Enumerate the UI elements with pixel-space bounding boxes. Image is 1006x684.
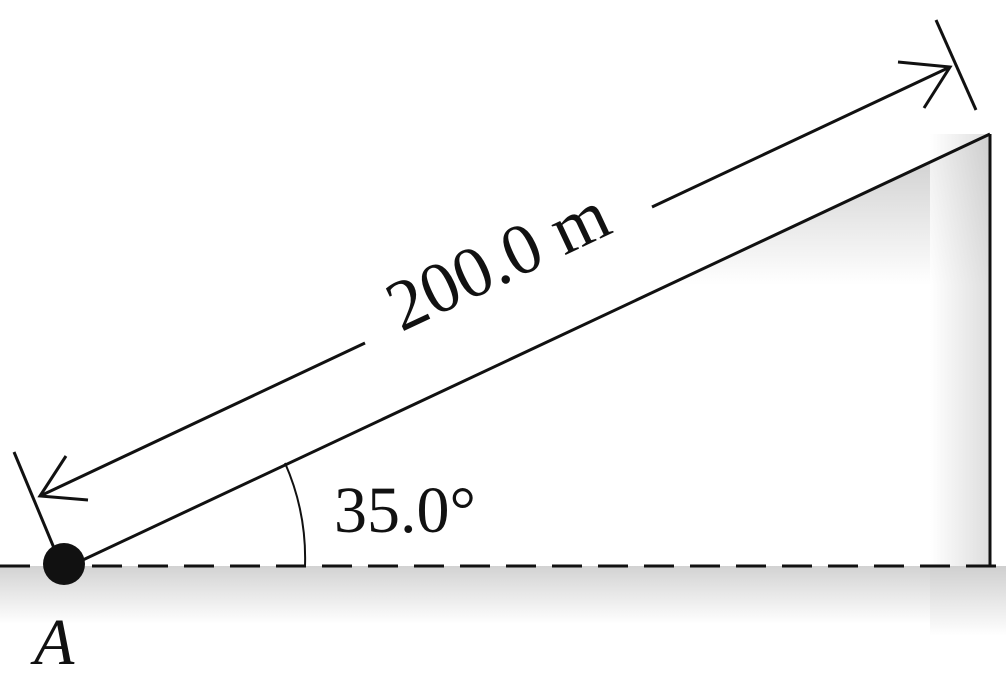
arrowhead-left xyxy=(37,455,89,502)
dimension-end-tick-left xyxy=(12,451,56,549)
wedge-right-shading xyxy=(930,134,990,566)
point-a-label: A xyxy=(30,606,75,679)
angle-label: 35.0° xyxy=(334,474,476,547)
dimension-line-left-segment xyxy=(39,341,366,498)
wedge-base-shading xyxy=(930,566,1006,636)
angle-arc xyxy=(284,462,307,567)
dimension-end-tick-right xyxy=(934,19,978,111)
incline-surface xyxy=(69,132,991,568)
dimension-line-right-segment xyxy=(651,65,951,209)
length-label: 200.0 m xyxy=(374,174,622,347)
arrowhead-right xyxy=(897,60,953,109)
point-a-dot xyxy=(43,543,85,585)
ground-shading xyxy=(0,566,1006,624)
